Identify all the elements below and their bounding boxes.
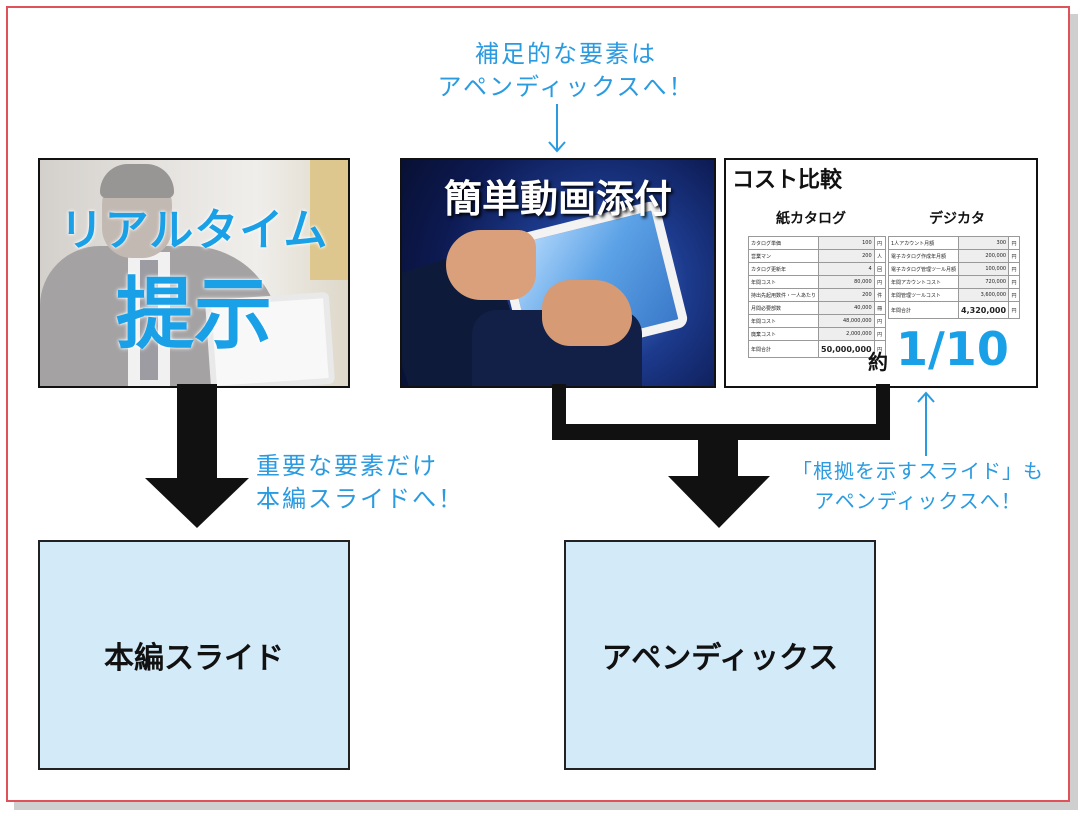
row-unit: 円: [1008, 236, 1021, 250]
main-arrow: [145, 384, 249, 528]
photo-overlay: [40, 160, 348, 386]
right-note-line2: アペンディックスへ！: [814, 489, 1022, 513]
pointing-hand: [542, 280, 632, 346]
top-note: 補足的な要素は アペンディックスへ！: [436, 38, 696, 104]
up-pointer-arrow: [917, 391, 935, 456]
right-note: 「根拠を示すスライド」も アペンディックスへ！: [768, 456, 1068, 516]
row-value: 300: [958, 236, 1010, 250]
row-value: 720,000: [958, 275, 1010, 289]
businessman-hair: [100, 164, 174, 198]
total-value: 4,320,000: [958, 301, 1010, 319]
row-label: カタログ更新年: [747, 262, 820, 276]
businessman-tie: [140, 260, 158, 380]
left-note-line2: 本編スライドへ！: [256, 485, 464, 513]
ratio-prefix: 約: [868, 350, 888, 374]
row-unit: 円: [873, 236, 886, 250]
total-unit: 円: [1008, 301, 1021, 319]
row-value: 2,000,000: [818, 327, 875, 341]
right-note-line1: 「根拠を示すスライド」も: [792, 459, 1044, 483]
sign-image: [310, 160, 348, 280]
realtime-title-line2: 提示: [115, 270, 272, 360]
total-label: 年間合計: [747, 340, 820, 358]
realtime-photo-panel: リアルタイム 提示: [38, 158, 350, 388]
appendix-label: アペンディックス: [601, 641, 839, 676]
down-pointer-arrow: [548, 104, 566, 153]
main-slides-box: 本編スライド: [38, 540, 350, 770]
video-photo-panel: 簡単動画添付: [400, 158, 716, 388]
appendix-box: アペンディックス: [564, 540, 876, 770]
row-value: 200,000: [958, 249, 1010, 263]
digital-catalog-heading: デジカタ: [929, 211, 985, 227]
realtime-title-line1: リアルタイム: [59, 205, 329, 256]
row-value: 80,000: [818, 275, 875, 289]
left-note-line1: 重要な要素だけ: [256, 452, 438, 480]
main-slides-label: 本編スライド: [104, 641, 284, 676]
appendix-connector: [552, 384, 890, 528]
top-note-line2: アペンディックスへ！: [437, 73, 695, 101]
total-unit: 円: [873, 340, 886, 358]
row-value: 40,000: [818, 301, 875, 315]
left-hand: [446, 230, 536, 300]
top-note-line1: 補足的な要素は: [475, 40, 657, 68]
cost-title: コスト比較: [732, 168, 843, 193]
cost-ratio: 1/10: [896, 322, 1009, 376]
row-value: 200: [818, 288, 875, 302]
left-note: 重要な要素だけ 本編スライドへ！: [256, 450, 516, 516]
video-title: 簡単動画添付: [443, 176, 672, 221]
paper-catalog-heading: 紙カタログ: [776, 211, 846, 227]
note-pointer-arrows: [548, 104, 935, 456]
